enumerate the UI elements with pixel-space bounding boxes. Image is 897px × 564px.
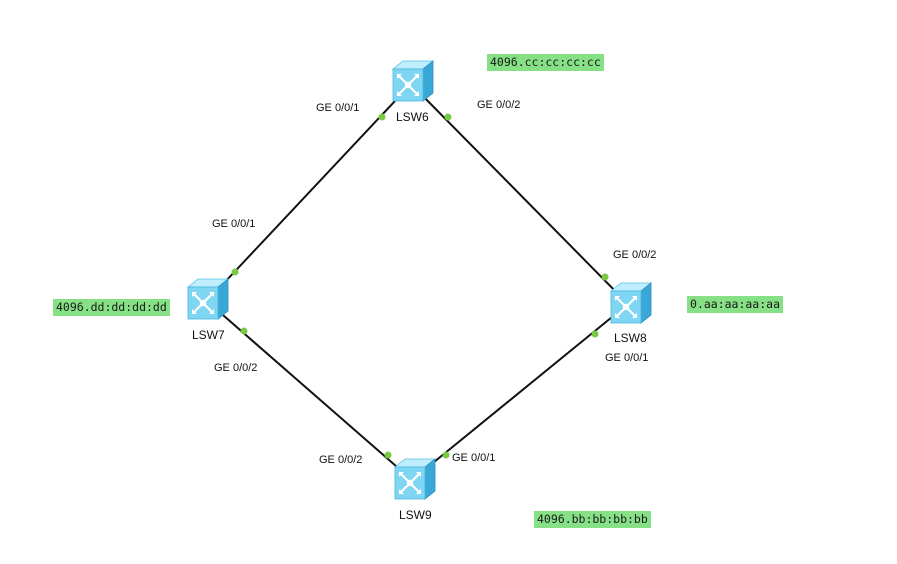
switch-name-lsw6: LSW6 xyxy=(396,110,429,124)
switch-lsw7[interactable] xyxy=(184,277,230,323)
link-lsw6-lsw7[interactable] xyxy=(207,84,411,301)
bridge-id-lsw7: 4096.dd:dd:dd:dd xyxy=(53,299,170,316)
port-dot-lsw8-ge002[interactable] xyxy=(601,273,609,281)
bridge-id-lsw9: 4096.bb:bb:bb:bb xyxy=(534,511,651,528)
port-dot-lsw9-ge001[interactable] xyxy=(442,451,450,459)
port-dot-lsw9-ge002[interactable] xyxy=(384,451,392,459)
bridge-id-lsw6: 4096.cc:cc:cc:cc xyxy=(487,54,604,71)
l3-switch-icon xyxy=(186,278,230,320)
l3-switch-icon xyxy=(393,458,437,500)
switch-lsw8[interactable] xyxy=(607,281,653,327)
port-dot-lsw7-ge002[interactable] xyxy=(240,327,248,335)
port-label-lsw7-ge002: GE 0/0/2 xyxy=(214,362,258,374)
port-dot-lsw6-ge002[interactable] xyxy=(444,113,452,121)
switch-name-lsw9: LSW9 xyxy=(399,508,432,522)
port-label-lsw8-ge001: GE 0/0/1 xyxy=(605,352,649,364)
switch-name-lsw7: LSW7 xyxy=(192,328,225,342)
bridge-id-lsw8: 0.aa:aa:aa:aa xyxy=(687,296,784,313)
port-label-lsw6-ge002: GE 0/0/2 xyxy=(477,99,521,111)
switch-name-lsw8: LSW8 xyxy=(614,331,647,345)
port-dot-lsw7-ge001[interactable] xyxy=(231,268,239,276)
l3-switch-icon xyxy=(391,60,435,102)
l3-switch-icon xyxy=(609,282,653,324)
link-lsw7-lsw9[interactable] xyxy=(207,301,413,481)
port-label-lsw8-ge002: GE 0/0/2 xyxy=(613,249,657,261)
port-label-lsw9-ge002: GE 0/0/2 xyxy=(319,454,363,466)
port-label-lsw6-ge001: GE 0/0/1 xyxy=(316,102,360,114)
switch-lsw6[interactable] xyxy=(389,59,435,105)
port-label-lsw9-ge001: GE 0/0/1 xyxy=(452,452,496,464)
port-label-lsw7-ge001: GE 0/0/1 xyxy=(212,218,256,230)
link-lsw6-lsw8[interactable] xyxy=(411,84,629,305)
port-dot-lsw8-ge001[interactable] xyxy=(591,330,599,338)
port-dot-lsw6-ge001[interactable] xyxy=(378,113,386,121)
switch-lsw9[interactable] xyxy=(391,457,437,503)
